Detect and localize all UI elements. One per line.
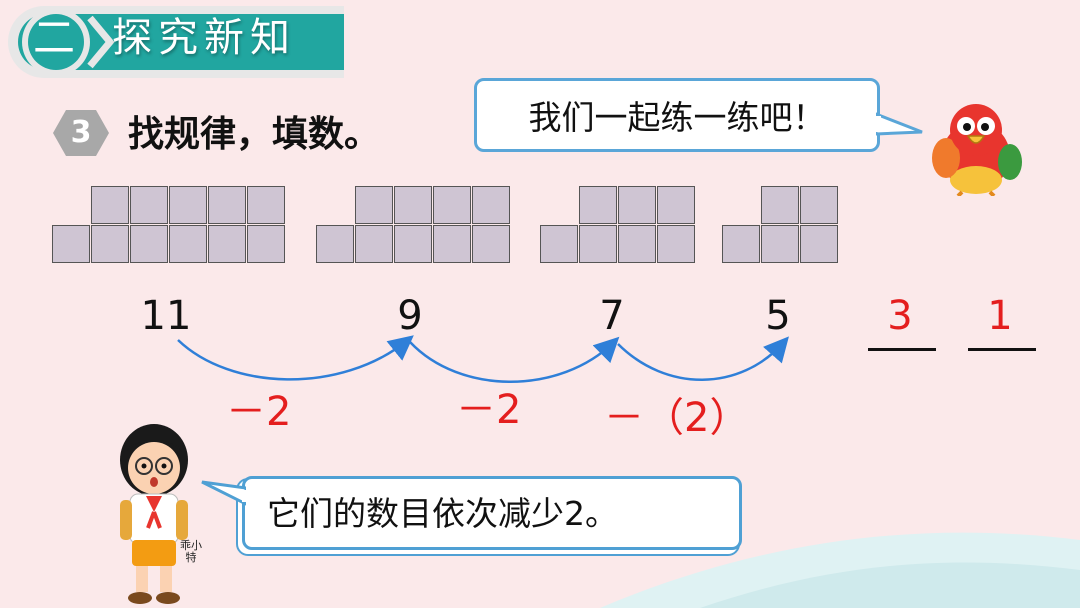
problem-number-badge [53,110,109,156]
difference-label-3: －（2） [604,395,750,441]
sequence-number-2: 9 [397,293,423,339]
grid-1-cell [130,225,168,263]
grid-4-cell [800,186,838,224]
answer-blank-1[interactable]: 3 [887,293,913,339]
section-title: 探究新知 [112,15,296,61]
grid-2-cell [472,225,510,263]
parrot-bubble-tail [876,112,923,136]
sequence-number-4: 5 [765,293,791,339]
grid-1-cell [91,186,129,224]
grid-2-cell [316,225,354,263]
grid-3-cell [618,186,656,224]
grid-1-cell [130,186,168,224]
grid-2-cell [433,186,471,224]
grid-4-cell [800,225,838,263]
grid-3-cell [579,186,617,224]
grid-1-cell [208,225,246,263]
grid-3-cell [657,225,695,263]
sequence-number-3: 7 [599,293,625,339]
grid-4-cell [761,186,799,224]
answer-line-2 [968,348,1036,351]
grid-1-cell [247,186,285,224]
grid-2-cell [433,225,471,263]
grid-4-cell [761,225,799,263]
answer-blank-2[interactable]: 1 [987,293,1013,339]
banner-shape [8,6,344,78]
grid-2-cell [394,225,432,263]
grid-3-cell [657,186,695,224]
boy-name-label: 乖小特 [180,539,202,564]
grid-1-cell [52,225,90,263]
grid-1-cell [247,225,285,263]
section-number: 二 [32,13,75,62]
boy-bubble-tail [201,480,246,506]
problem-title: 找规律，填数。 [128,114,381,155]
grid-1-cell [91,225,129,263]
answer-line-1 [868,348,936,351]
grid-2-cell [355,225,393,263]
grid-1-cell [169,186,207,224]
boy-icon [120,424,188,604]
parrot-speech-bubble: 我们一起练一练吧！ [474,78,880,152]
grid-1-cell [208,186,246,224]
parrot-speech-text: 我们一起练一练吧！ [528,98,826,137]
grid-3-cell [579,225,617,263]
grid-2-cell [355,186,393,224]
grid-1-cell [169,225,207,263]
difference-label-1: －2 [226,389,292,435]
boy-speech-bubble: 它们的数目依次减少2。 [242,476,742,550]
sequence-number-1: 11 [140,293,192,339]
grid-3-cell [540,225,578,263]
grid-4-cell [722,225,760,263]
difference-label-2: －2 [456,387,522,433]
grid-2-cell [394,186,432,224]
boy-speech-text: 它们的数目依次减少2。 [267,494,618,533]
parrot-icon [932,104,1022,196]
grid-2-cell [472,186,510,224]
grid-3-cell [618,225,656,263]
problem-number: 3 [70,115,92,150]
